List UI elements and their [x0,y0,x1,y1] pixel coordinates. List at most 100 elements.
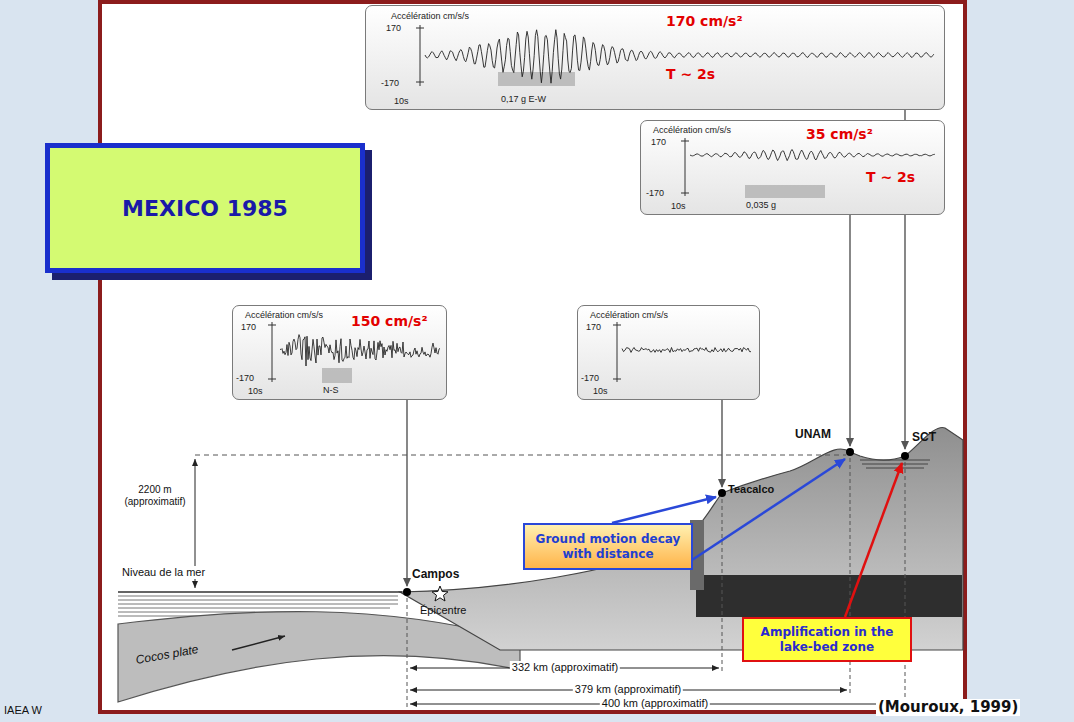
citation: (Mouroux, 1999) [876,699,1020,716]
lake-line [860,460,930,461]
callout-text: Ground motion decay with distance [531,532,685,562]
axis-tick [681,193,689,194]
guide [407,598,408,710]
accelerogram [425,30,934,83]
callout-text: Amplification in the lake-bed zone [750,625,904,655]
shaded-window [322,368,352,383]
panel-ground [365,5,945,110]
station-dot [846,448,854,456]
accelerogram [622,348,751,353]
epicentre-label: Épicentre [420,604,466,617]
callout-arrow [612,497,716,523]
axis-text: Accélération cm/s/s [245,310,323,320]
peak-value: 150 cm/s² [351,313,428,329]
panel-ground [640,120,945,215]
water-line [118,596,398,597]
callout-box: Amplification in the lake-bed zone [742,617,912,662]
leader-line [406,400,407,586]
record-panel: Accélération cm/s/s 170 -170 10s N-S 150 cm/s… [232,305,447,400]
accelerogram [280,335,440,366]
axis-text: 170 [241,322,256,332]
callout-box: Ground motion decay with distance [523,523,693,570]
callout-arrow [692,459,845,560]
station-dot [403,588,411,596]
axis-tick [416,82,424,83]
lake-bed-hatch [860,460,930,468]
axis-tick [268,325,276,326]
peak-value: T ~ 2s [866,169,915,185]
footer-text: IAEA W [4,704,42,717]
water-line [118,604,398,605]
distance-guides [407,458,905,710]
guide [905,462,906,708]
axis-text: 0,035 g [746,200,776,210]
axis-text: Accélération cm/s/s [391,11,469,21]
record-panel: Accélération cm/s/s 170 -170 10s [577,305,760,400]
shaded-window [745,185,825,198]
axis-text: N-S [323,385,339,395]
station-dot [718,489,726,497]
leader-line [904,110,905,120]
peak-value: 35 cm/s² [806,126,873,142]
axis-text: 10s [593,386,608,396]
peak-value: T ~ 2s [666,66,715,82]
leader-line [721,400,722,487]
axis-text: -170 [581,373,599,383]
station-label: Teacalco [728,483,774,496]
water-line [118,600,398,601]
axis-tick [268,379,276,380]
axis-text: 170 [651,137,666,147]
axis [617,322,618,382]
panel-ground [577,305,760,400]
axis-text: 170 [386,23,401,33]
shaded-window [498,72,575,86]
panel-ground [232,305,447,400]
distance-label: 400 km (approximatif) [600,697,710,710]
water-line [118,608,390,609]
axis [420,25,421,86]
distance-label: 332 km (approximatif) [510,661,620,674]
plate-motion-arrow [232,636,285,650]
axis-text: 10s [248,386,263,396]
station-label: SCT [912,431,936,445]
leader-line [904,215,905,449]
accelerogram [690,150,935,161]
axis-text: 10s [671,201,686,211]
altitude-reference [195,455,846,456]
axis-text: -170 [646,188,664,198]
lake-line [866,468,924,469]
record-leaders [407,110,905,586]
deep-block [696,575,962,617]
callout-arrow [845,463,902,617]
sea-level-line [118,591,402,592]
axis-tick [416,28,424,29]
axis [272,322,273,382]
axis [685,138,686,196]
guide [722,499,723,672]
lake-line [862,464,928,465]
peak-value: 170 cm/s² [666,13,743,29]
record-panel: Accélération cm/s/s 170 -170 10s 0,17 g E-W 1… [365,5,945,110]
axis-text: Accélération cm/s/s [653,125,731,135]
sea-level-label: Niveau de la mer [120,566,207,579]
slide-frame [100,2,965,712]
station-label: Campos [412,568,459,582]
axis-text: Accélération cm/s/s [590,310,668,320]
axis-tick [613,325,621,326]
axis-text: 170 [586,322,601,332]
axis-text: -170 [236,373,254,383]
epicentre-star [432,586,448,601]
distance-label: 379 km (approximatif) [573,683,683,696]
record-panel: Accélération cm/s/s 170 -170 10s 0,035 g 35 c… [640,120,945,215]
station-dot [901,452,909,460]
station-label: UNAM [795,428,831,442]
axis-tick [613,379,621,380]
axis-text: -170 [381,78,399,88]
leader-line [849,215,850,446]
dimension-label: 2200 m (approximatif) [120,484,190,507]
axis-text: 0,17 g E-W [501,94,546,104]
title-text: MEXICO 1985 [122,196,288,221]
title-box: MEXICO 1985 [45,143,365,273]
axis-text: 10s [394,96,409,106]
